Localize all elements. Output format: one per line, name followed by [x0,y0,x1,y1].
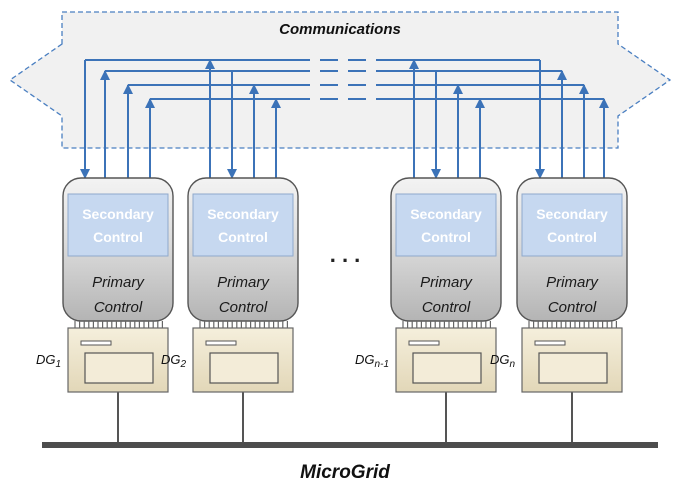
dg-label: DGn-1 [355,352,389,370]
dg-label: DG2 [161,352,187,370]
dg-panel [538,352,608,384]
dg-panel [84,352,154,384]
communications-arrow [8,11,672,149]
connector-pins [199,321,288,328]
primary-control-label: Control [219,299,268,316]
communications-label: Communications [279,21,401,38]
dg-slot [80,340,112,346]
secondary-control-label: Secondary [207,206,279,222]
ellipsis: . . . [330,242,361,267]
communication-lines [80,59,609,179]
primary-control-label: Primary [217,274,270,291]
connector-pins [402,321,491,328]
connector-pins [528,321,618,328]
dg-label-subscript: n [509,359,515,370]
bus-label: MicroGrid [300,462,390,483]
secondary-control-box [395,193,497,257]
primary-control-label: Primary [546,274,599,291]
secondary-control-label: Control [93,229,143,245]
dg-slot [205,340,237,346]
primary-control-label: Primary [92,274,145,291]
dg-label-subscript: 1 [55,359,61,370]
secondary-control-box [67,193,169,257]
secondary-control-box [521,193,623,257]
dg-label-subscript: 2 [179,359,186,370]
dg-panel [209,352,279,384]
secondary-control-label: Secondary [536,206,608,222]
communications-band: Communications [8,11,672,149]
dg-label-subscript: n-1 [375,359,389,370]
dg-label: DGn [490,352,516,370]
secondary-control-label: Control [218,229,268,245]
dg-slot [408,340,440,346]
primary-control-label: Primary [420,274,473,291]
dg-panel [412,352,482,384]
primary-control-label: Control [422,299,471,316]
secondary-control-label: Secondary [82,206,154,222]
secondary-control-label: Control [547,229,597,245]
controller-units: SecondaryControlPrimaryControlDG1Seconda… [36,177,628,443]
microgrid-bus: MicroGrid [42,442,658,483]
secondary-control-label: Control [421,229,471,245]
primary-control-label: Control [548,299,597,316]
dg-label: DG1 [36,352,61,370]
secondary-control-box [192,193,294,257]
primary-control-label: Control [94,299,143,316]
dg-slot [534,340,566,346]
connector-pins [74,321,163,328]
secondary-control-label: Secondary [410,206,482,222]
